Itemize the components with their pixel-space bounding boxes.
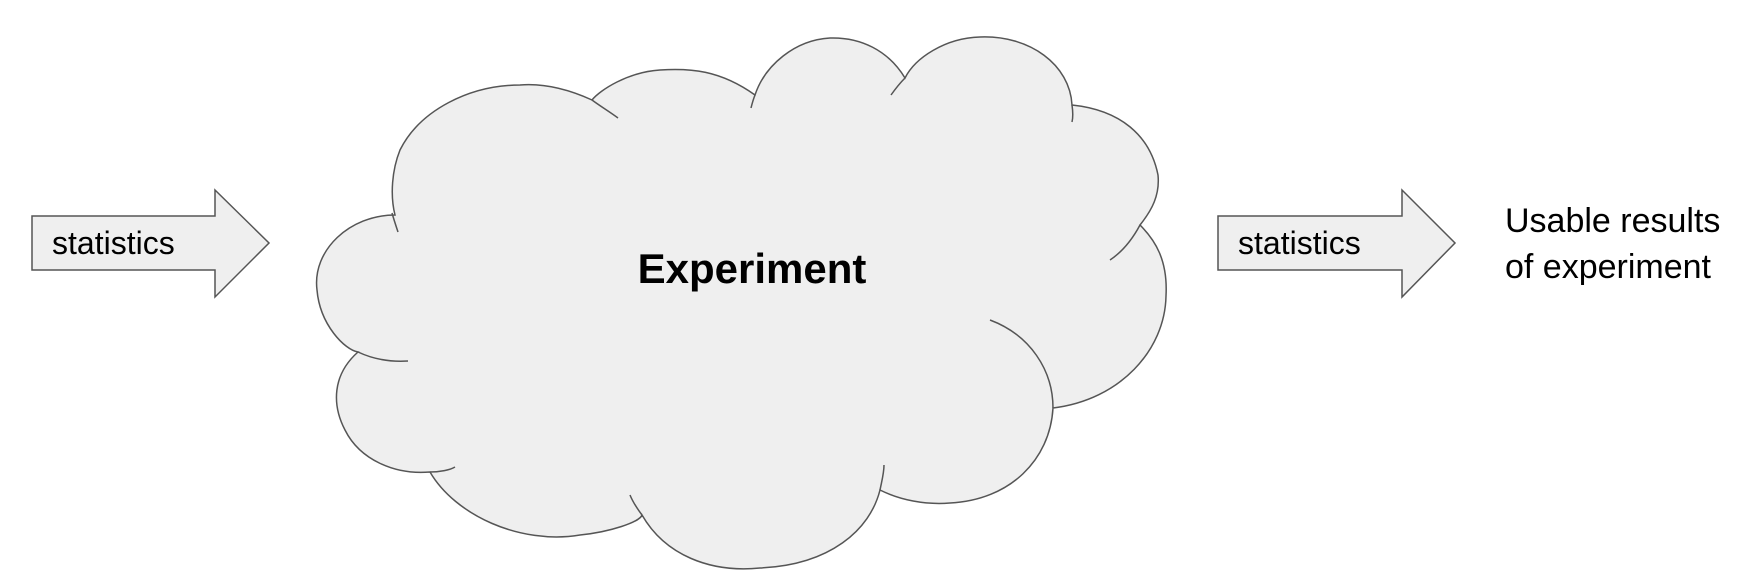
cloud-inner-stroke-6 [989, 319, 1054, 409]
cloud-label: Experiment [638, 245, 867, 292]
input-arrow-shape [31, 188, 271, 299]
input-arrow: statistics [31, 188, 271, 299]
cloud-inner-stroke-7 [1109, 224, 1141, 261]
output-arrow-label: statistics [1238, 225, 1361, 261]
cloud-inner-stroke-2 [357, 351, 409, 362]
result-line-1: Usable results [1505, 202, 1720, 240]
output-arrow: statistics [1217, 188, 1457, 299]
cloud-shape [315, 36, 1167, 570]
result-line-2: of experiment [1505, 248, 1712, 286]
input-arrow-label: statistics [52, 225, 175, 261]
cloud-inner-stroke-11 [591, 99, 619, 119]
cloud-inner-stroke-5 [879, 464, 885, 491]
cloud-inner-stroke-10 [750, 94, 756, 109]
experiment-cloud: Experiment [315, 36, 1167, 570]
cloud-inner-stroke-8 [1071, 104, 1074, 123]
cloud-inner-stroke-3 [429, 466, 456, 473]
result-text: Usable results of experiment [1505, 202, 1720, 286]
cloud-inner-stroke-9 [890, 77, 906, 96]
output-arrow-shape [1217, 188, 1457, 299]
cloud-inner-stroke-1 [391, 212, 399, 233]
cloud-inner-stroke-4 [629, 494, 643, 516]
